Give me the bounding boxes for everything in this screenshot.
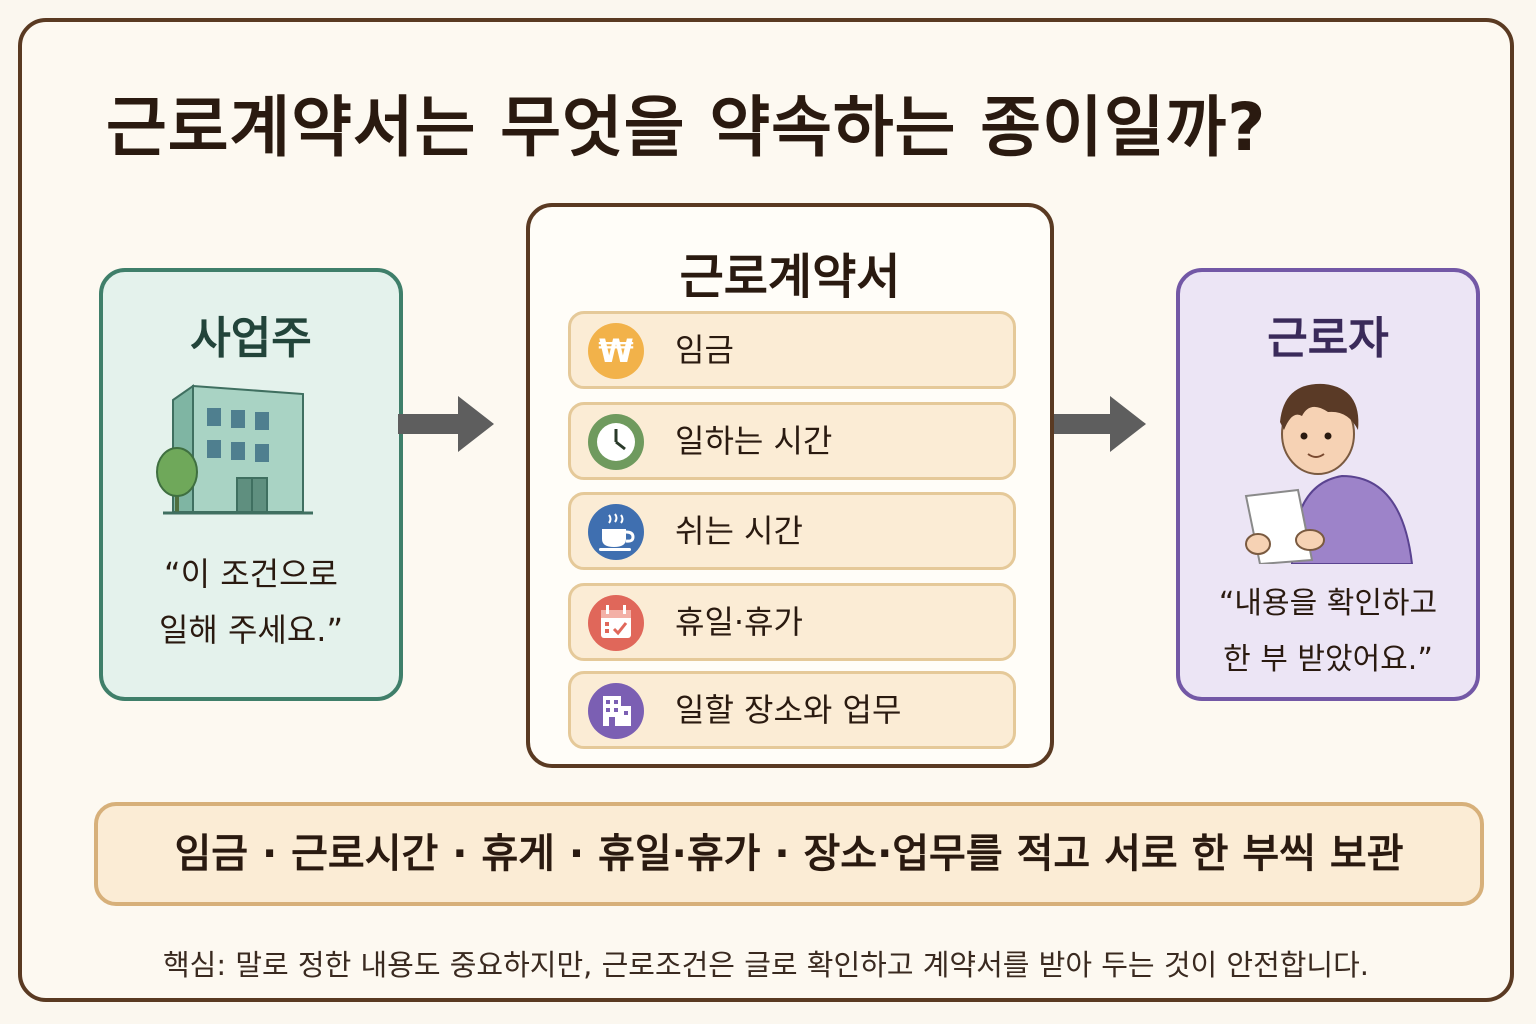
term-label: 휴일·휴가 bbox=[675, 603, 803, 641]
term-place-duties: 일할 장소와 업무 bbox=[568, 671, 1016, 749]
infographic-frame: 근로계약서는 무엇을 약속하는 종이일까? 사업주 “이 조건으로 일해 주세요… bbox=[18, 18, 1514, 1002]
footnote: 핵심: 말로 정한 내용도 중요하지만, 근로조건은 글로 확인하고 계약서를 … bbox=[162, 948, 1370, 982]
summary-banner: 임금 · 근로시간 · 휴게 · 휴일·휴가 · 장소·업무를 적고 서로 한 … bbox=[94, 802, 1484, 906]
employer-quote-line2: 일해 주세요.” bbox=[158, 611, 344, 649]
term-work-hours: 일하는 시간 bbox=[568, 402, 1016, 480]
worker-card: 근로자 “내용을 확인하고 한 부 받았어요.” bbox=[1176, 268, 1480, 701]
term-break-time: 쉬는 시간 bbox=[568, 492, 1016, 570]
worker-title: 근로자 bbox=[1267, 313, 1389, 364]
employer-title: 사업주 bbox=[190, 313, 312, 364]
employer-quote: “이 조건으로 일해 주세요.” bbox=[103, 546, 399, 658]
term-wage: ₩ 임금 bbox=[568, 311, 1016, 389]
won-coin-icon: ₩ bbox=[588, 323, 644, 379]
office-building-icon bbox=[156, 384, 313, 515]
employer-card: 사업주 “이 조건으로 일해 주세요.” bbox=[99, 268, 403, 701]
coffee-cup-icon bbox=[588, 504, 644, 560]
contract-title: 근로계약서 bbox=[679, 249, 901, 305]
term-label: 일하는 시간 bbox=[675, 422, 833, 460]
arrow-right-icon bbox=[398, 396, 494, 452]
term-label: 쉬는 시간 bbox=[675, 512, 803, 550]
arrow-right-icon bbox=[1050, 396, 1146, 452]
term-label: 임금 bbox=[675, 331, 734, 369]
clock-icon bbox=[588, 414, 644, 470]
term-holidays: 휴일·휴가 bbox=[568, 583, 1016, 661]
worker-quote-line2: 한 부 받았어요.” bbox=[1223, 642, 1433, 677]
contract-card: 근로계약서 ₩ 임금 일하는 시간 bbox=[526, 203, 1054, 768]
worker-quote: “내용을 확인하고 한 부 받았어요.” bbox=[1180, 576, 1476, 688]
svg-text:₩: ₩ bbox=[598, 332, 633, 370]
employer-quote-line1: “이 조건으로 bbox=[164, 555, 338, 593]
person-reading-icon bbox=[1244, 383, 1414, 564]
term-label: 일할 장소와 업무 bbox=[675, 691, 902, 729]
calendar-icon bbox=[588, 595, 644, 651]
page-title: 근로계약서는 무엇을 약속하는 종이일까? bbox=[106, 89, 1267, 166]
worker-quote-line1: “내용을 확인하고 bbox=[1218, 586, 1438, 621]
building-icon bbox=[588, 683, 644, 739]
